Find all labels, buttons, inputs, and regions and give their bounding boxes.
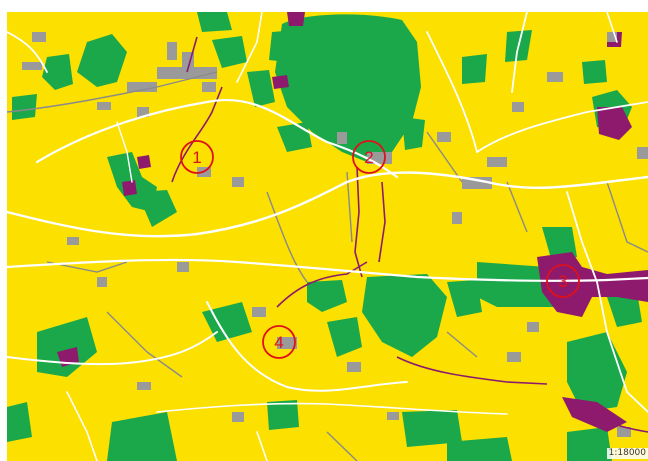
marker-1-label: 1 xyxy=(192,148,201,167)
marker-3-label: 3 xyxy=(558,272,567,291)
marker-2-label: 2 xyxy=(364,148,373,167)
marker-3[interactable]: 3 xyxy=(546,264,580,298)
paths xyxy=(7,71,648,461)
map-scale: 1:18000 xyxy=(606,448,648,459)
marker-4-ring xyxy=(262,325,296,359)
streams xyxy=(171,36,648,433)
marker-1[interactable]: 1 xyxy=(180,140,214,174)
marker-1-ring xyxy=(180,140,214,174)
marker-2[interactable]: 2 xyxy=(352,140,386,174)
roads xyxy=(7,12,648,461)
marker-4[interactable]: 4 xyxy=(262,325,296,359)
land-use-map[interactable]: 1 2 3 4 1:18000 xyxy=(7,12,648,461)
marker-3-ring xyxy=(546,264,580,298)
marker-2-ring xyxy=(352,140,386,174)
map-canvas[interactable]: 1 2 3 4 xyxy=(7,12,648,461)
marker-4-label: 4 xyxy=(274,333,283,352)
